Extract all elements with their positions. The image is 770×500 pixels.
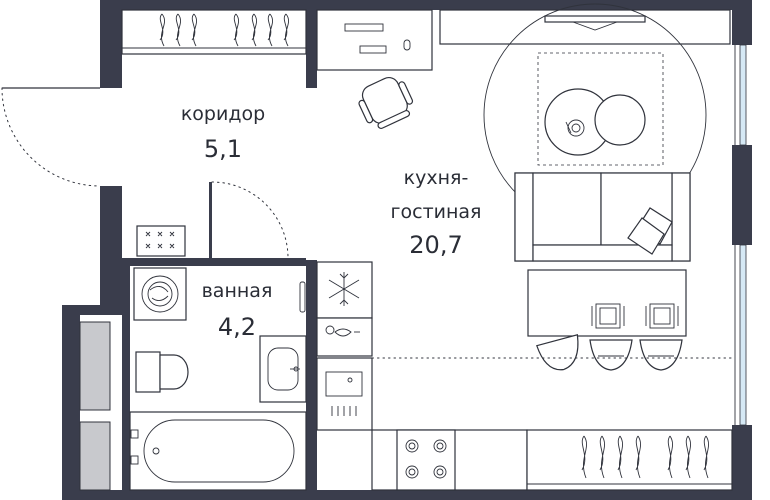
snowflake-icon <box>328 272 360 306</box>
bathroom-name: ванная <box>202 280 273 302</box>
dining-chairs <box>536 334 683 371</box>
kitchen-sink <box>316 357 373 431</box>
entrance-door <box>1 87 101 187</box>
bathroom-area: 4,2 <box>218 313 256 341</box>
dining-table <box>527 269 687 337</box>
door-handle <box>299 281 306 313</box>
kitchen-counter-top <box>316 317 373 357</box>
tv-stand <box>439 9 731 45</box>
washing-machine-icon <box>133 267 187 321</box>
walls <box>62 0 752 500</box>
corridor-wardrobe <box>121 9 307 55</box>
living-wardrobe <box>526 429 733 491</box>
work-desk <box>316 9 433 71</box>
shoe-rack <box>136 225 186 257</box>
living-zone <box>483 3 707 227</box>
windows <box>734 44 747 426</box>
toilet-bowl <box>159 354 189 390</box>
sofa <box>514 172 691 262</box>
toilet-cistern <box>135 351 161 393</box>
kitchen-living-name-line1: кухня- <box>404 167 469 189</box>
cooktop-icon <box>396 429 456 491</box>
kitchen-units <box>316 261 528 491</box>
bathtub <box>129 411 307 491</box>
fridge <box>316 261 373 319</box>
corridor-name: коридор <box>181 103 265 125</box>
bathroom-door <box>211 181 289 259</box>
kitchen-living-area: 20,7 <box>409 231 462 259</box>
bathroom-furniture <box>79 267 307 491</box>
office-chair <box>358 77 414 130</box>
kitchen-living-name-line2: гостиная <box>391 201 482 223</box>
side-table <box>594 94 646 146</box>
corridor-area: 5,1 <box>204 135 242 163</box>
